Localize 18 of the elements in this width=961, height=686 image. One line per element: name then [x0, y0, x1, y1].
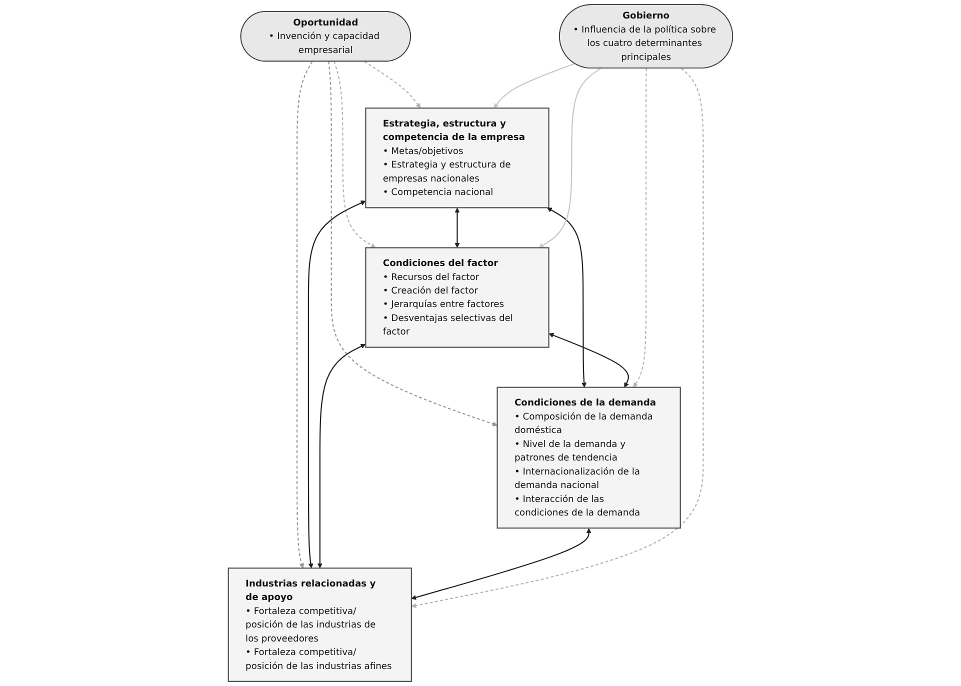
arrow	[411, 528, 592, 600]
arrow	[411, 68, 704, 608]
arrow	[308, 200, 366, 568]
arrow	[546, 208, 587, 388]
arrow	[548, 332, 630, 388]
arrow	[317, 344, 366, 568]
arrow	[334, 61, 376, 248]
node-box: Condiciones del factor • Recursos del factor • Creación del factor • Jerarquías entre factores • Desventajas selectivas del factor	[365, 247, 550, 348]
arrow	[296, 61, 313, 568]
arrow	[633, 68, 647, 388]
arrow	[494, 63, 575, 108]
node-box: Estrategia, estructura y competencia de la empresa • Metas/objetivos • Estrategia y estructura de empresas nacionales • Competencia nacional	[365, 108, 550, 208]
arrow	[328, 61, 498, 426]
node-box: Industrias relacionadas y de apoyo • Fortaleza competitiva/ posición de las industrias de los proveedores • Fortaleza competitiva/ posición de las industrias afines	[228, 568, 412, 682]
node-box: Condiciones de la demanda • Composición de la demanda doméstica • Nivel de la demanda y patrones de tendencia • Internacionalización de la demanda nacional • Interacción de las condiciones de la demanda	[496, 386, 681, 529]
arrow	[364, 61, 421, 108]
arrow	[454, 208, 460, 248]
arrow	[538, 68, 602, 248]
